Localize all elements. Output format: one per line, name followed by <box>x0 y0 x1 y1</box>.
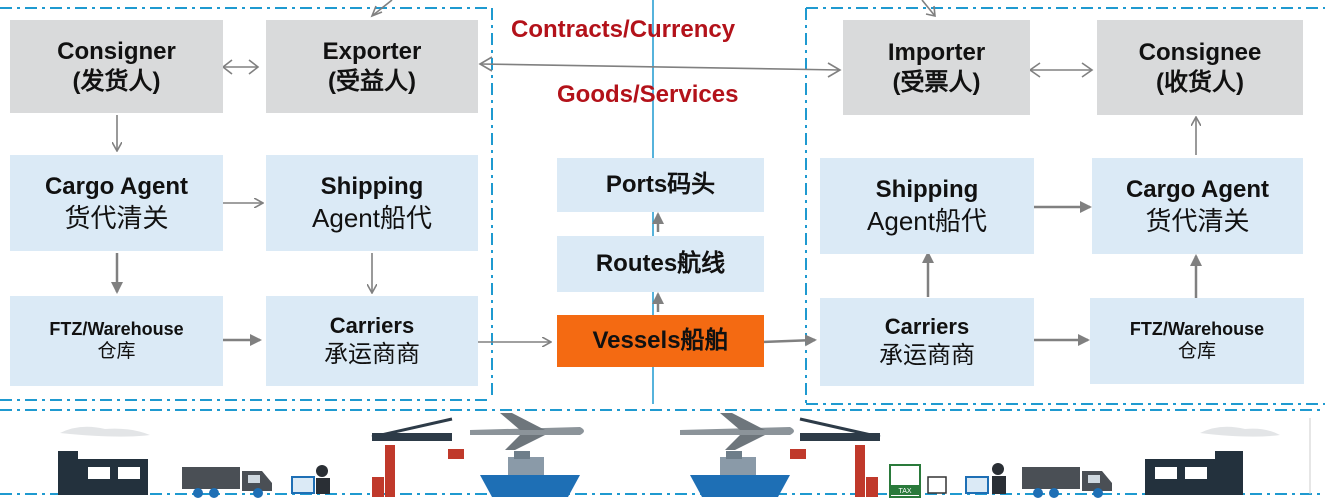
left-region-border <box>0 7 493 401</box>
goods-services-label: Goods/Services <box>557 81 739 108</box>
importer-title: Importer <box>887 38 986 66</box>
customs-officer-icon <box>291 465 330 494</box>
cargo-agent-subtitle: 货代清关 <box>64 202 169 233</box>
consignee-box[interactable]: Consignee (收货人) <box>1097 20 1303 115</box>
contracts-currency-label: Contracts/Currency <box>511 16 736 43</box>
importer-box[interactable]: Importer (受票人) <box>843 20 1030 115</box>
ship-icon <box>480 451 580 497</box>
ftz-title: FTZ/Warehouse <box>49 318 184 339</box>
crane-icon <box>371 417 464 497</box>
customs-officer-icon <box>965 463 1006 494</box>
ftz-subtitle: 仓库 <box>97 341 136 363</box>
carriers-subtitle: 承运商商 <box>879 341 975 369</box>
consigner-exporter-arrow <box>221 59 260 75</box>
airplane-icon <box>680 413 794 450</box>
right-shipping-agent-box[interactable]: Shipping Agent船代 <box>820 158 1034 254</box>
shipping-agent-subtitle: Agent船代 <box>867 205 987 236</box>
routes-label: Routes航线 <box>595 250 726 277</box>
factory-icon <box>1145 426 1280 495</box>
bottom-band-border <box>0 409 1325 495</box>
right-ftz-warehouse-box[interactable]: FTZ/Warehouse 仓库 <box>1090 298 1304 384</box>
consigner-box[interactable]: Consigner (发货人) <box>10 20 223 113</box>
shipping-agent-title: Shipping <box>875 175 979 203</box>
right-cargo-agent-box[interactable]: Cargo Agent 货代清关 <box>1092 158 1303 254</box>
exporter-box[interactable]: Exporter (受益人) <box>266 20 478 113</box>
right-carriers-box[interactable]: Carriers 承运商商 <box>820 298 1034 386</box>
cargo-agent-subtitle: 货代清关 <box>1145 205 1250 236</box>
crane-icon <box>790 417 881 497</box>
truck-icon <box>1022 467 1112 498</box>
ftz-subtitle: 仓库 <box>1177 341 1216 363</box>
ports-box[interactable]: Ports码头 <box>557 158 764 212</box>
consignee-subtitle: (收货人) <box>1156 68 1244 96</box>
contract-flow-arrow <box>478 56 842 78</box>
carriers-title: Carriers <box>884 314 970 340</box>
consigner-subtitle: (发货人) <box>72 67 161 95</box>
shipping-agent-title: Shipping <box>320 172 424 200</box>
vessels-box[interactable]: Vessels船舶 <box>557 315 764 367</box>
consignee-title: Consignee <box>1138 38 1262 66</box>
carriers-subtitle: 承运商商 <box>324 340 420 368</box>
airplane-icon <box>470 413 584 450</box>
shipping-agent-subtitle: Agent船代 <box>312 202 432 233</box>
ports-label: Ports码头 <box>605 171 716 198</box>
routes-box[interactable]: Routes航线 <box>557 236 764 292</box>
cargo-agent-title: Cargo Agent <box>44 172 189 200</box>
importer-subtitle: (受票人) <box>892 68 981 96</box>
truck-icon <box>182 467 272 498</box>
left-shipping-agent-box[interactable]: Shipping Agent船代 <box>266 155 478 251</box>
tax-document-icon: TAX <box>889 464 947 498</box>
consigner-title: Consigner <box>57 37 176 65</box>
exporter-title: Exporter <box>322 37 422 65</box>
left-cargo-agent-box[interactable]: Cargo Agent 货代清关 <box>10 155 223 251</box>
tax-label: TAX <box>898 488 911 495</box>
logistics-illustration-band: TAX <box>58 413 1280 498</box>
vessels-label: Vessels船舶 <box>592 327 729 354</box>
left-ftz-warehouse-box[interactable]: FTZ/Warehouse 仓库 <box>10 296 223 386</box>
carriers-title: Carriers <box>329 313 415 339</box>
factory-icon <box>58 426 150 495</box>
ship-icon <box>690 451 790 497</box>
left-carriers-box[interactable]: Carriers 承运商商 <box>266 296 478 386</box>
cargo-agent-title: Cargo Agent <box>1125 175 1270 203</box>
ftz-title: FTZ/Warehouse <box>1129 318 1265 339</box>
exporter-subtitle: (受益人) <box>328 67 416 95</box>
